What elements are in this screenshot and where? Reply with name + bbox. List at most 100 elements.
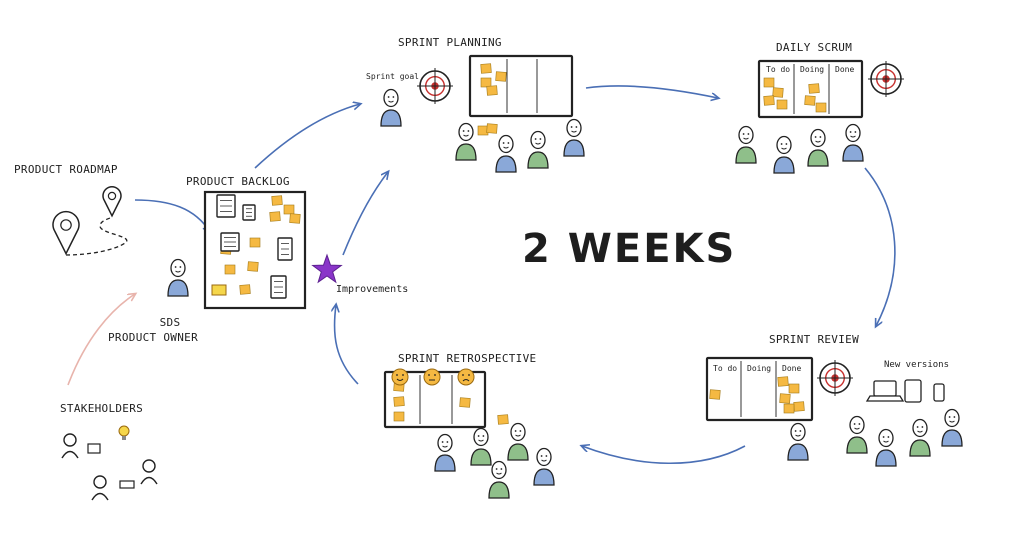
person-icon-body bbox=[787, 443, 809, 461]
emoji-eye bbox=[462, 374, 464, 376]
sticky-note bbox=[804, 95, 816, 106]
person-icon-body bbox=[842, 144, 864, 162]
sticky-note bbox=[779, 393, 791, 404]
person-icon-eye bbox=[539, 138, 542, 140]
sticky-note bbox=[249, 237, 261, 248]
arrow-daily-to-review bbox=[864, 167, 896, 326]
product-owner-role: PRODUCT OWNER bbox=[108, 331, 198, 344]
sticky-note bbox=[247, 261, 259, 272]
person-icon-eye bbox=[500, 468, 503, 470]
person-icon bbox=[510, 422, 526, 442]
sticky-note bbox=[486, 85, 498, 96]
sticky-note bbox=[486, 123, 498, 134]
sticky-note bbox=[480, 63, 492, 74]
person-icon-eye bbox=[446, 441, 449, 443]
person-icon-body bbox=[470, 448, 492, 466]
person-icon-eye bbox=[858, 423, 861, 425]
daily-scrum-title: DAILY SCRUM bbox=[776, 41, 853, 54]
sticky-notes bbox=[220, 63, 827, 425]
person-icon-eye bbox=[545, 455, 548, 457]
person-icon-eye bbox=[853, 423, 856, 425]
person-icon-eye bbox=[887, 436, 890, 438]
person-icon-mouth bbox=[442, 445, 448, 448]
sprint-review-col-doing: Doing bbox=[747, 364, 772, 373]
sticky-note bbox=[393, 396, 405, 407]
new-versions-label: New versions bbox=[884, 360, 950, 370]
person-icon-mouth bbox=[949, 420, 955, 423]
phone-icon bbox=[933, 383, 945, 402]
person-icon bbox=[530, 130, 546, 150]
stakeholder-icon bbox=[93, 475, 107, 489]
map-pin-icon-hole bbox=[60, 219, 72, 231]
sticky-note bbox=[815, 102, 827, 113]
emoji-eye bbox=[428, 374, 430, 376]
sticky-note bbox=[480, 77, 492, 88]
person-icon-body bbox=[495, 155, 517, 173]
person-icon-eye bbox=[742, 133, 745, 135]
emoji-eye bbox=[468, 374, 470, 376]
sticky-note bbox=[776, 99, 788, 110]
person-icon-mouth bbox=[478, 439, 484, 442]
person-icon-mouth bbox=[854, 427, 860, 430]
person-icon-body bbox=[527, 151, 549, 169]
map-pin-icon-hole bbox=[107, 191, 117, 201]
arrow-planning-to-daily bbox=[585, 85, 718, 98]
lightbulb-icon bbox=[118, 425, 130, 437]
product-backlog-title: PRODUCT BACKLOG bbox=[186, 175, 290, 188]
tablet-icon bbox=[904, 379, 922, 403]
person-icon-mouth bbox=[515, 434, 521, 437]
emoji-eye bbox=[402, 374, 404, 376]
person-icon bbox=[566, 118, 582, 138]
emoji-mouth bbox=[462, 379, 470, 382]
person-icon-body bbox=[533, 468, 555, 486]
person-icon-eye bbox=[948, 416, 951, 418]
person-icon-mouth bbox=[850, 135, 856, 138]
person-icon-eye bbox=[854, 131, 857, 133]
person-icon-body bbox=[773, 156, 795, 174]
emoji-eye bbox=[396, 374, 398, 376]
person-icon-mouth bbox=[781, 147, 787, 150]
person-icon-eye bbox=[540, 455, 543, 457]
person-icon-mouth bbox=[883, 440, 889, 443]
person-icon bbox=[776, 135, 792, 155]
emoji-eye bbox=[434, 374, 436, 376]
person-icon bbox=[878, 428, 894, 448]
people bbox=[167, 88, 963, 499]
person-icon-eye bbox=[441, 441, 444, 443]
person-icon-mouth bbox=[175, 270, 181, 273]
person-icon-body bbox=[455, 143, 477, 161]
person-icon bbox=[845, 123, 861, 143]
daily-scrum-col-todo: To do bbox=[766, 65, 791, 74]
daily-scrum-col-doing: Doing bbox=[800, 65, 825, 74]
stakeholder-body bbox=[140, 476, 158, 485]
sticky-note bbox=[495, 71, 507, 82]
person-icon-eye bbox=[507, 142, 510, 144]
person-icon-eye bbox=[819, 136, 822, 138]
emoji-face-icon bbox=[457, 368, 475, 386]
person-icon bbox=[810, 128, 826, 148]
envelope-icon bbox=[87, 443, 101, 454]
person-icon bbox=[790, 422, 806, 442]
map-pin-icon bbox=[52, 210, 80, 256]
person-icon-mouth bbox=[541, 459, 547, 462]
person-icon-mouth bbox=[463, 134, 469, 137]
person-icon-eye bbox=[747, 133, 750, 135]
sticky-note bbox=[709, 389, 721, 400]
map-pin-icon bbox=[102, 186, 122, 218]
person-icon-eye bbox=[519, 430, 522, 432]
person-icon-eye bbox=[921, 426, 924, 428]
person-icon bbox=[498, 134, 514, 154]
emoji-face-icon bbox=[423, 368, 441, 386]
arrow-retro-to-improvements bbox=[335, 305, 359, 385]
targets bbox=[417, 61, 904, 396]
person-icon-eye bbox=[575, 126, 578, 128]
person-icon-body bbox=[909, 439, 931, 457]
person-icon-eye bbox=[392, 96, 395, 98]
person-icon-eye bbox=[953, 416, 956, 418]
sticky-note bbox=[783, 403, 795, 414]
sticky-note bbox=[808, 83, 820, 94]
sticky-note bbox=[788, 383, 800, 394]
person-icon bbox=[458, 122, 474, 142]
